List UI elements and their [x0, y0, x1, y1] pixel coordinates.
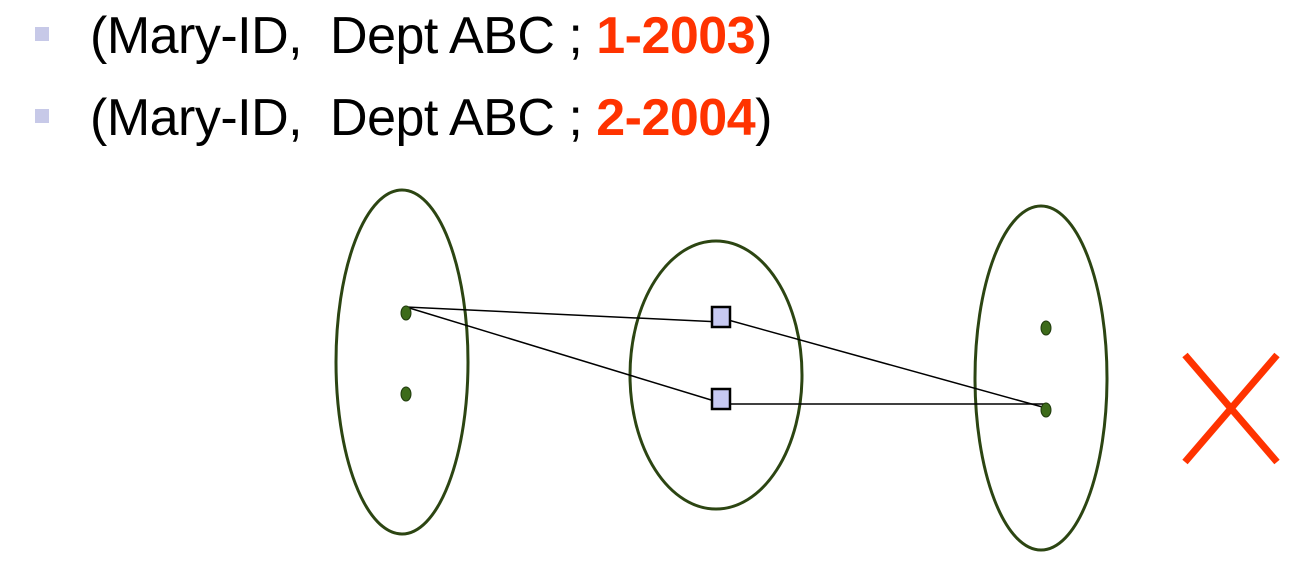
- link-line-left-to-top-relationship: [405, 306, 722, 323]
- date-highlight: 1-2003: [596, 7, 756, 65]
- entity-node-left-2: [400, 386, 412, 402]
- bullet-text-2: (Mary-ID, Dept ABC ; 2-2004): [90, 88, 772, 148]
- tuple-prefix: (Mary-ID, Dept ABC ;: [90, 7, 597, 65]
- square-bullet-icon: [35, 109, 49, 123]
- entity-set-left-ellipse: [334, 188, 470, 536]
- entity-set-right-ellipse: [973, 204, 1109, 552]
- relationship-node-2: [710, 387, 732, 411]
- square-bullet-icon: [35, 27, 49, 41]
- entity-node-right-2: [1040, 402, 1052, 418]
- tuple-suffix: ): [755, 89, 772, 147]
- relationship-set-middle-ellipse: [628, 239, 804, 511]
- entity-node-right-1: [1040, 320, 1052, 336]
- tuple-prefix: (Mary-ID, Dept ABC ;: [90, 89, 597, 147]
- bullet-text-1: (Mary-ID, Dept ABC ; 1-2003): [90, 6, 772, 66]
- date-highlight: 2-2004: [596, 89, 756, 147]
- link-line-left-to-bottom-relationship: [405, 306, 722, 404]
- tuple-suffix: ): [755, 7, 772, 65]
- red-cross-icon: [1182, 352, 1280, 465]
- entity-node-left-1: [400, 305, 412, 321]
- relationship-node-1: [710, 305, 732, 329]
- link-line-top-relationship-to-right: [720, 317, 1047, 409]
